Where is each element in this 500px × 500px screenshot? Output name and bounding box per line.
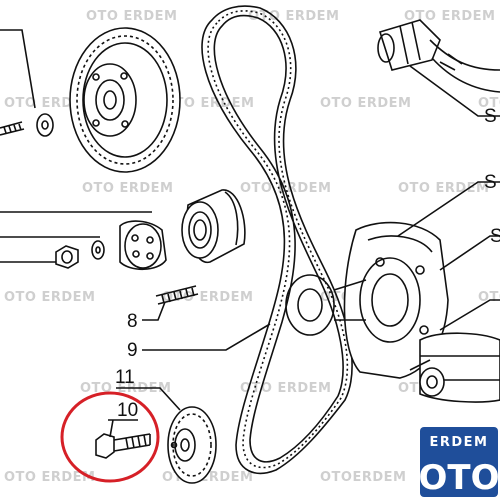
- partial-label-s: S: [484, 106, 497, 127]
- callout-10: 10: [108, 400, 138, 438]
- hex-nut: [55, 245, 79, 269]
- logo-top-text: ERDEM: [430, 435, 489, 450]
- watermark-text: OTOERDEM: [320, 470, 406, 485]
- right-leader-lines: [397, 65, 500, 331]
- tensioner-roller: [181, 189, 246, 263]
- watermark-text: OTO ERDEM: [4, 290, 96, 305]
- left-leader-lines: [0, 29, 152, 263]
- watermark-text: OTO ERDEM: [82, 181, 174, 196]
- logo-background: [420, 427, 498, 497]
- camshaft-sprocket: [69, 27, 181, 173]
- watermark-text: OTO ERDEM: [163, 96, 255, 111]
- timing-belt: [201, 5, 353, 474]
- watermark-text: OTO ERDEM: [162, 290, 254, 305]
- brand-logo: ERDEM OTO: [419, 427, 500, 498]
- watermark-text: OTO ERDEM: [478, 96, 500, 111]
- partial-label-s: S: [484, 172, 497, 193]
- watermark-text: OTO ERDEM: [240, 181, 332, 196]
- tensioner-plate: [119, 220, 167, 271]
- small-screw-top-left: [0, 121, 25, 136]
- watermark-text: OTO ERDEM: [4, 470, 96, 485]
- callout-label-10: 10: [117, 400, 138, 421]
- top-right-fitting: [377, 19, 500, 93]
- watermark-text: OTO ERDEM: [248, 9, 340, 24]
- watermark-text: OTO ERDEM: [320, 96, 412, 111]
- watermark-text: OTO ERDEM: [86, 9, 178, 24]
- callout-8: 8: [127, 301, 166, 332]
- callout-label-8: 8: [127, 311, 138, 332]
- callout-11: 11: [115, 367, 181, 411]
- crankshaft-sprocket: [167, 406, 217, 484]
- sprocket-bolt: [95, 433, 151, 459]
- watermark-text: OTO ERDEM: [478, 290, 500, 305]
- callout-label-11: 11: [115, 367, 135, 388]
- partial-label-s: S: [490, 226, 500, 247]
- highlight-circle: [60, 391, 160, 483]
- watermark-text: OTO ERDEM: [398, 181, 490, 196]
- washer-small: [91, 240, 105, 260]
- callout-label-9: 9: [127, 340, 138, 361]
- injection-pump-body: [409, 332, 500, 403]
- watermark-text: OTO ERDEM: [240, 381, 332, 396]
- logo-bottom-text: OTO: [419, 458, 500, 498]
- washer: [36, 113, 54, 137]
- watermark-text: OTO ERDEM: [404, 9, 496, 24]
- callout-9: 9: [127, 323, 271, 361]
